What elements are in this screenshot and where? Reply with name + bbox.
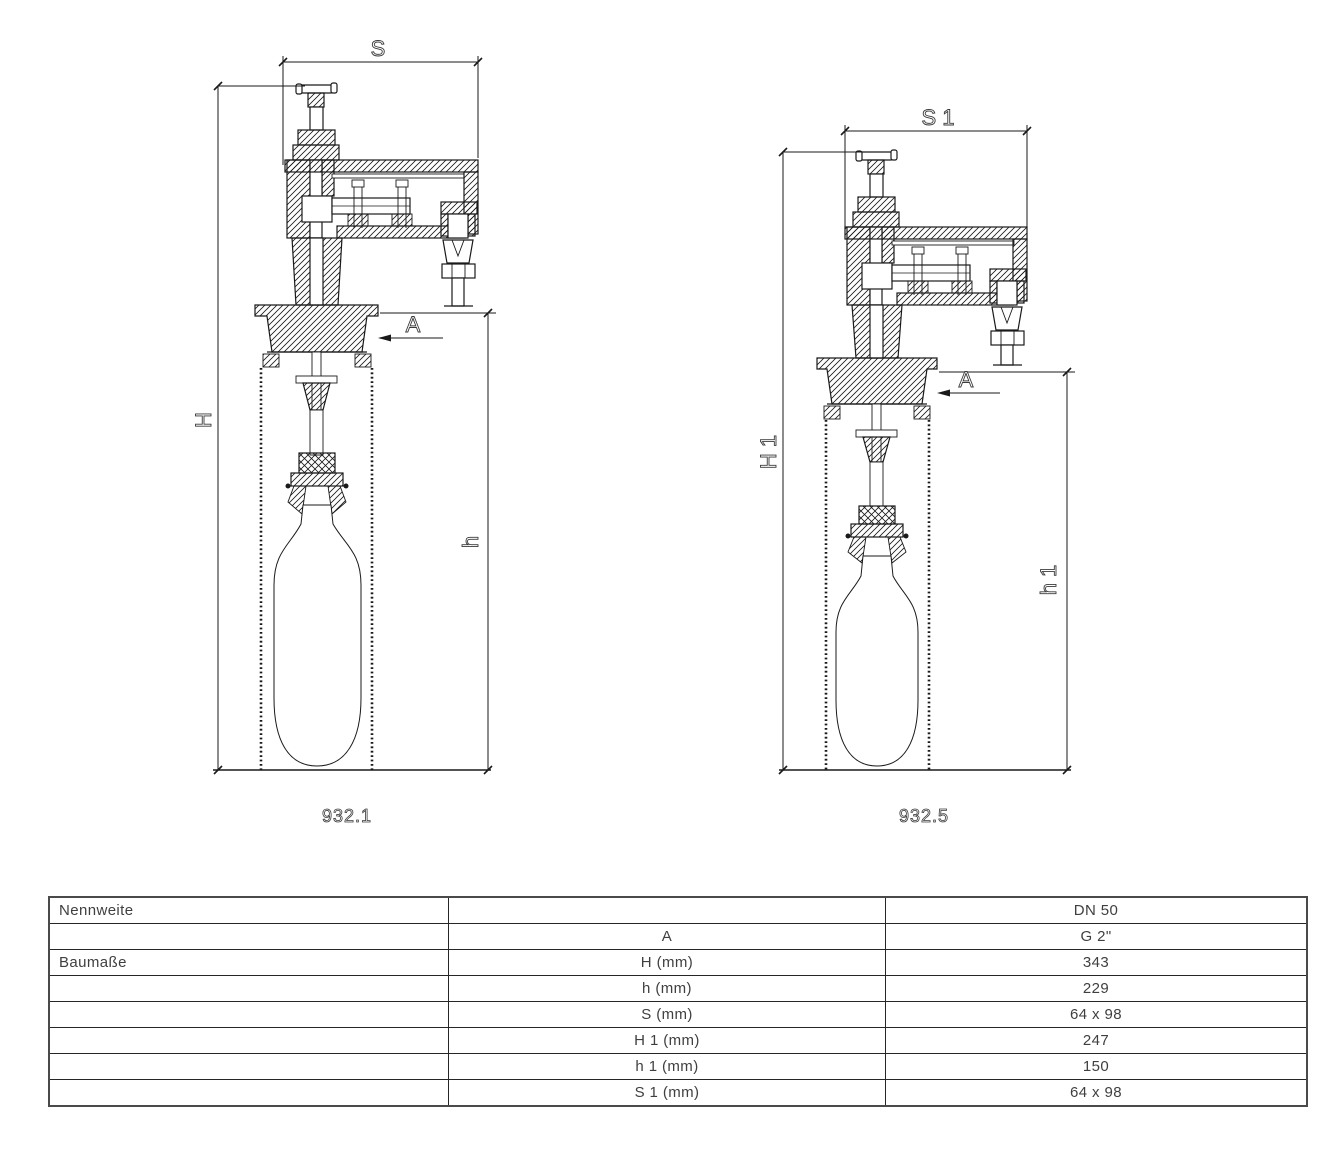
cell-label (48, 1027, 449, 1054)
valve-lower-neck (851, 304, 903, 359)
cell-value: DN 50 (885, 896, 1308, 924)
dim-label-H: H (191, 412, 216, 428)
dimension-h1: h 1 (939, 367, 1075, 775)
figure-caption: 932.5 (899, 806, 949, 826)
cylinder-walls (259, 368, 374, 770)
sample-bottle (835, 555, 919, 767)
label-A: A (406, 312, 421, 337)
cell-dimension: S (mm) (448, 1001, 886, 1028)
valve-stem (309, 106, 324, 131)
cell-label (48, 923, 449, 950)
table-row: h 1 (mm) 150 (48, 1053, 1308, 1080)
cell-label (48, 1079, 449, 1107)
valve-stem (869, 173, 884, 198)
dim-label-S: S (371, 36, 386, 61)
table-row: Nennweite DN 50 (48, 896, 1308, 924)
outlet-connector (989, 268, 1027, 366)
valve-handle (295, 82, 338, 108)
cell-dimension: h 1 (mm) (448, 1053, 886, 1080)
cell-label (48, 1001, 449, 1028)
valve-assembly-932-1 (213, 82, 491, 771)
valve-assembly-932-5 (779, 149, 1071, 771)
cell-value: G 2" (885, 923, 1308, 950)
cell-value: 343 (885, 949, 1308, 976)
arm-bolts (907, 246, 973, 295)
dimension-H: H (191, 81, 305, 775)
table-row: H 1 (mm) 247 (48, 1027, 1308, 1054)
valve-handle (855, 149, 898, 175)
internal-stem-assembly (845, 403, 909, 564)
table-row: S (mm) 64 x 98 (48, 1001, 1308, 1028)
sampling-arm (844, 226, 1028, 306)
connection-label-A: A (378, 312, 443, 342)
figure-932-1: S H h A 932.1 (191, 36, 496, 826)
table-row: S 1 (mm) 64 x 98 (48, 1079, 1308, 1107)
dim-label-h1: h 1 (1036, 565, 1061, 596)
table-row: h (mm) 229 (48, 975, 1308, 1002)
dim-label-S1: S 1 (921, 105, 954, 130)
cell-dimension: S 1 (mm) (448, 1079, 886, 1107)
cell-dimension: h (mm) (448, 975, 886, 1002)
cell-value: 247 (885, 1027, 1308, 1054)
figure-caption: 932.1 (322, 806, 372, 826)
dimension-S: S (278, 36, 483, 165)
label-A: A (959, 367, 974, 392)
cell-dimension: H 1 (mm) (448, 1027, 886, 1054)
outlet-connector (440, 201, 478, 307)
cylinder-walls (824, 420, 931, 770)
cell-value: 64 x 98 (885, 1001, 1308, 1028)
dimension-table: Nennweite DN 50 A G 2" Baumaße H (mm) 34… (48, 896, 1308, 1107)
cell-label (48, 975, 449, 1002)
table-row: Baumaße H (mm) 343 (48, 949, 1308, 976)
cell-dimension: H (mm) (448, 949, 886, 976)
cell-dimension: A (448, 923, 886, 950)
dimension-H1: H 1 (756, 147, 865, 775)
packing-gland (292, 129, 340, 161)
internal-stem-assembly (285, 351, 349, 515)
table-row: A G 2" (48, 923, 1308, 950)
packing-gland (852, 196, 900, 228)
vessel-flange (816, 357, 938, 420)
cell-value: 150 (885, 1053, 1308, 1080)
dim-label-H1: H 1 (756, 435, 781, 469)
cell-label: Baumaße (48, 949, 449, 976)
cell-label: Nennweite (48, 896, 449, 924)
valve-drawings-canvas: S H h A 932.1 (191, 36, 1075, 826)
sampling-arm (284, 159, 479, 239)
arm-bolts (347, 179, 413, 228)
cell-dimension (448, 896, 886, 924)
cell-value: 64 x 98 (885, 1079, 1308, 1107)
cell-label (48, 1053, 449, 1080)
valve-bonnet (846, 226, 895, 306)
dimension-h: h (380, 308, 496, 775)
connection-label-A: A (937, 367, 1000, 397)
dim-label-h: h (458, 536, 483, 548)
valve-lower-neck (291, 237, 343, 306)
cell-value: 229 (885, 975, 1308, 1002)
dimension-S1: S 1 (840, 105, 1032, 228)
figure-932-5: S 1 H 1 h 1 A 932.5 (756, 105, 1075, 826)
sample-bottle (273, 504, 362, 767)
